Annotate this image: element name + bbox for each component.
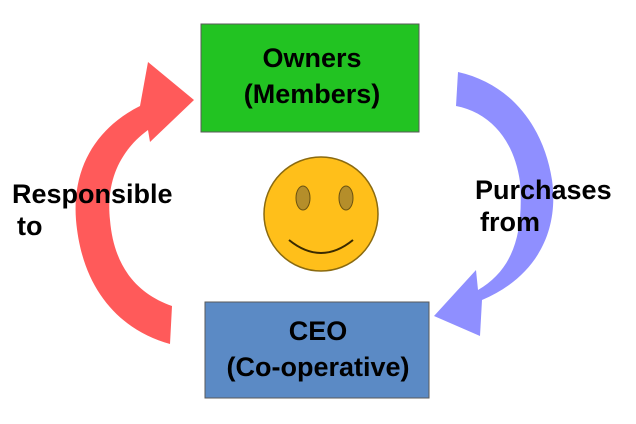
ceo-label-line2: (Co-operative) bbox=[226, 352, 409, 382]
curved-arrow-down-icon bbox=[434, 72, 554, 336]
ceo-label-line1: CEO bbox=[289, 316, 348, 346]
responsible-label-line1: Responsible bbox=[12, 179, 173, 209]
owners-box bbox=[200, 23, 420, 133]
ceo-box bbox=[204, 301, 430, 399]
smiley-face-icon bbox=[263, 156, 379, 272]
purchases-label-line2: from bbox=[480, 207, 540, 237]
curved-arrow-up-icon bbox=[75, 62, 194, 344]
purchases-label-line1: Purchases bbox=[475, 175, 612, 205]
owners-label-line2: (Members) bbox=[244, 79, 381, 109]
owners-label-line1: Owners bbox=[262, 43, 361, 73]
responsible-label-line2: to bbox=[17, 211, 42, 241]
